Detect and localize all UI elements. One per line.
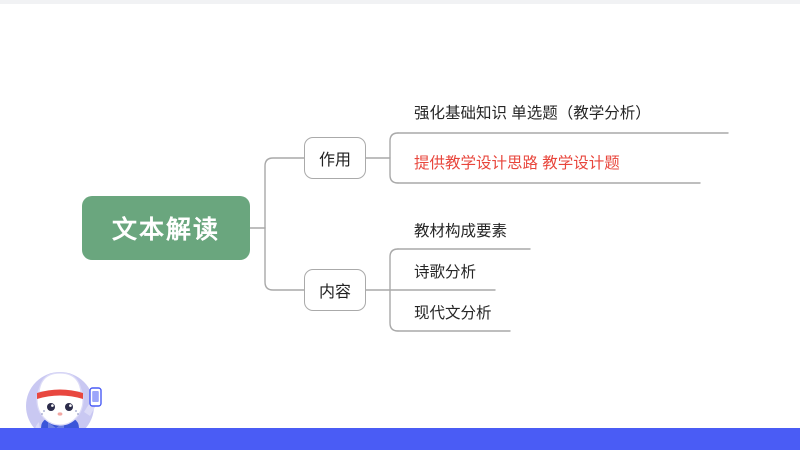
mascot-headband — [37, 389, 83, 399]
mindmap-leaf-neirong-1[interactable]: 教材构成要素 — [414, 223, 508, 240]
top-edge-strip — [0, 0, 800, 4]
mascot-phone-screen — [92, 391, 99, 402]
mascot-eye-left-glint — [51, 404, 54, 407]
connector-root-to-zuoyong — [264, 157, 305, 229]
mascot-cap — [38, 372, 82, 393]
mindmap-leaf-zuoyong-2[interactable]: 提供教学设计思路 教学设计题 — [414, 155, 620, 172]
connector-root-to-neirong — [264, 227, 305, 291]
mindmap-branch-node-neirong[interactable]: 内容 — [304, 269, 366, 311]
mascot-eye-left — [47, 403, 55, 411]
mindmap-root-node[interactable]: 文本解读 — [82, 196, 250, 260]
connector-zuoyong-spine — [389, 132, 399, 184]
mindmap-leaf-zuoyong-1[interactable]: 强化基础知识 单选题（教学分析） — [414, 105, 651, 122]
mindmap-leaf-neirong-3[interactable]: 现代文分析 — [414, 305, 492, 322]
mindmap-leaf-neirong-2[interactable]: 诗歌分析 — [414, 264, 477, 281]
mascot-eye-right — [65, 403, 73, 411]
mascot-eye-right-glint — [69, 404, 72, 407]
bottom-accent-bar — [0, 428, 800, 450]
mascot-nose — [57, 412, 63, 416]
mascot-freckles — [41, 410, 79, 415]
mindmap-branch-node-zuoyong[interactable]: 作用 — [304, 137, 366, 179]
